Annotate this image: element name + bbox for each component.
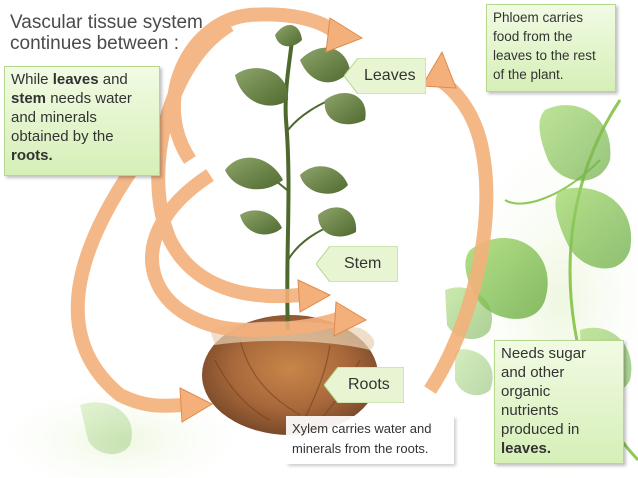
leaves-stem-note: While leaves and stem needs water and mi… <box>4 66 160 176</box>
plant-leaves <box>225 24 366 237</box>
roots-label: Roots <box>348 376 390 393</box>
phloem-line: leaves to the rest <box>493 48 596 63</box>
needs-line: Needs sugar <box>501 345 587 362</box>
needs-bold-leaves: leaves. <box>501 440 552 457</box>
xylem-note: Xylem carries water and minerals from th… <box>286 416 454 464</box>
stem-label: Stem <box>344 255 382 272</box>
slide-title: Vascular tissue system continues between… <box>10 12 203 54</box>
phloem-line: Phloem carries <box>493 10 584 25</box>
xylem-line: minerals from the roots. <box>292 441 429 456</box>
needs-line: and other <box>501 364 565 381</box>
roots-callout: Roots <box>324 367 404 403</box>
phloem-line: of the plant. <box>493 67 564 82</box>
note-bold-roots: roots. <box>11 147 53 164</box>
note-text: While <box>11 71 53 88</box>
needs-line: nutrients <box>501 402 559 419</box>
phloem-note: Phloem carries food from the leaves to t… <box>486 4 616 92</box>
leaves-label: Leaves <box>364 67 416 84</box>
note-bold-leaves: leaves <box>52 71 99 88</box>
needs-sugar-note: Needs sugar and other organic nutrients … <box>494 340 624 464</box>
title-line-1: Vascular tissue system <box>10 12 203 33</box>
title-line-2: continues between : <box>10 33 180 54</box>
needs-line: produced in <box>501 421 580 438</box>
needs-line: organic <box>501 383 551 400</box>
phloem-line: food from the <box>493 29 573 44</box>
xylem-line: Xylem carries water and <box>292 421 432 436</box>
stem-callout: Stem <box>316 246 398 282</box>
note-text: and <box>98 71 128 88</box>
note-bold-stem: stem <box>11 90 47 107</box>
leaves-callout: Leaves <box>344 58 426 94</box>
note-text: needs water and minerals obtained by the <box>11 90 132 145</box>
